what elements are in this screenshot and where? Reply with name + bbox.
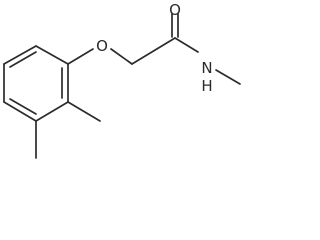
chemical-structure: O O N H (3, 1, 241, 159)
ring-double-bond-c5-c6 (9, 51, 37, 68)
ring-bond-c2-c3 (35, 101, 69, 122)
bond-ether-oxygen-to-ch2 (110, 48, 133, 65)
carbonyl-oxygen-label: O (169, 1, 181, 19)
bond-nitrogen-to-methyl (215, 69, 241, 85)
bond-ring-to-ether-oxygen (67, 48, 94, 65)
ring-bond-c6-c1 (35, 45, 69, 65)
ring-double-bond-c3-c4 (9, 98, 37, 115)
ring-bond-c5-c6 (3, 45, 37, 65)
ether-oxygen-label: O (96, 37, 108, 55)
amide-hydrogen-label: H (201, 77, 212, 95)
methyl-bond-2 (67, 101, 101, 122)
ring-bond-c3-c4 (3, 101, 37, 122)
bond-ch2-to-carbonyl (131, 37, 176, 65)
bond-carbonyl-to-nitrogen (174, 37, 199, 53)
amide-nitrogen-label: N (201, 59, 212, 77)
benzene-ring (3, 45, 69, 122)
